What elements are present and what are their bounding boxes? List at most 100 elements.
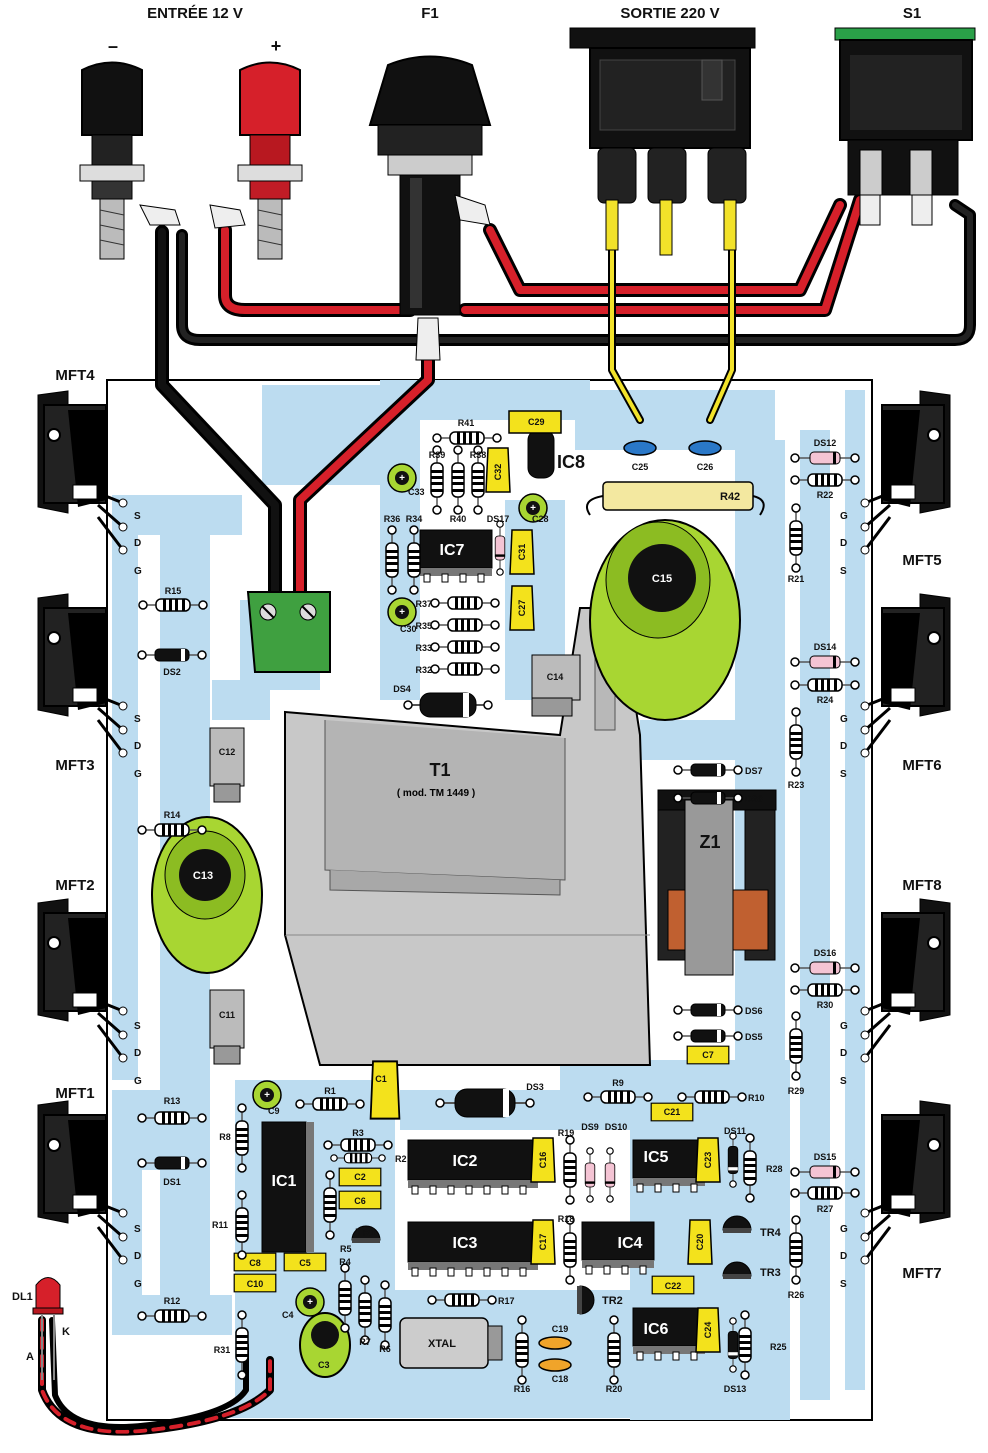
svg-text:D: D	[840, 1048, 847, 1059]
ic7-label: IC7	[440, 542, 465, 559]
r39-label: R39	[429, 450, 446, 460]
capacitor-c12	[209, 727, 245, 803]
svg-text:S: S	[840, 566, 847, 577]
input-voltage-label: ENTRÉE 12 V	[147, 5, 243, 22]
svg-text:S: S	[134, 714, 141, 725]
svg-text:G: G	[134, 769, 142, 780]
c11-label: C11	[219, 1010, 235, 1020]
mft5-label: MFT5	[902, 552, 941, 569]
svg-text:D: D	[840, 538, 847, 549]
capacitor-c13	[151, 816, 263, 974]
mft6-label: MFT6	[902, 757, 941, 774]
diode-ds3	[435, 1088, 535, 1118]
tr3-label: TR3	[760, 1267, 781, 1279]
r16-label: R16	[514, 1384, 531, 1394]
choke-z1	[657, 789, 777, 976]
r41-label: R41	[458, 418, 475, 428]
dl1-anode-label: A	[26, 1351, 34, 1363]
c26-label: C26	[697, 462, 714, 472]
minus-sign: –	[108, 36, 118, 56]
t1-label: T1	[429, 760, 450, 780]
c22-label: C22	[665, 1281, 682, 1291]
capacitor-c30	[387, 597, 417, 627]
tr1-label: TR1	[356, 1227, 377, 1239]
rocker-switch	[834, 27, 976, 226]
c25-label: C25	[632, 462, 649, 472]
r7-label: R7	[359, 1337, 371, 1347]
mosfet-mft5	[859, 389, 952, 556]
ic5-chip	[632, 1139, 706, 1193]
ic2-label: IC2	[453, 1153, 478, 1170]
svg-text:G: G	[134, 1076, 142, 1087]
mft4-label: MFT4	[55, 367, 95, 384]
r23-label: R23	[788, 780, 805, 790]
z1-label: Z1	[699, 832, 720, 852]
svg-text:S: S	[134, 1224, 141, 1235]
r34-label: R34	[406, 514, 423, 524]
r35-label: R35	[415, 621, 432, 631]
r9-label: R9	[612, 1078, 624, 1088]
c1-label: C1	[375, 1074, 387, 1084]
ds4-label: DS4	[393, 684, 411, 694]
capacitor-c3	[299, 1312, 351, 1378]
ic5-label: IC5	[644, 1149, 669, 1166]
led-dl1	[32, 1277, 64, 1380]
right-pin-labels: G D S G D S G D S G D S	[840, 511, 848, 1290]
fuse-label: F1	[421, 5, 439, 22]
r15-label: R15	[165, 586, 182, 596]
svg-text:D: D	[134, 1251, 141, 1262]
ic8-label: IC8	[557, 452, 585, 472]
capacitor-c4	[295, 1287, 325, 1317]
r21-label: R21	[788, 574, 805, 584]
svg-text:D: D	[134, 538, 141, 549]
r6-label: R6	[379, 1344, 391, 1354]
svg-text:D: D	[134, 741, 141, 752]
ds7-label: DS7	[745, 766, 763, 776]
r8-label: R8	[219, 1132, 231, 1142]
c29-label: C29	[528, 417, 545, 427]
r36-label: R36	[384, 514, 401, 524]
tr4-label: TR4	[760, 1227, 782, 1239]
output-voltage-label: SORTIE 220 V	[620, 5, 719, 22]
mosfet-mft8	[859, 897, 952, 1064]
r24-label: R24	[817, 695, 834, 705]
r14-label: R14	[164, 810, 181, 820]
ic6-label: IC6	[644, 1321, 669, 1338]
ds12-label: DS12	[814, 438, 837, 448]
c20-label: C20	[695, 1234, 705, 1251]
c6-label: C6	[354, 1196, 366, 1206]
svg-text:G: G	[134, 566, 142, 577]
mft2-label: MFT2	[55, 877, 94, 894]
mosfet-mft7	[859, 1099, 952, 1266]
ds11-label: DS11	[724, 1126, 746, 1136]
ds1-label: DS1	[163, 1177, 181, 1187]
c24-label: C24	[703, 1322, 713, 1339]
r28-label: R28	[766, 1164, 783, 1174]
svg-text:D: D	[840, 1251, 847, 1262]
r17-label: R17	[498, 1296, 515, 1306]
r12-label: R12	[164, 1296, 181, 1306]
c12-label: C12	[219, 747, 236, 757]
svg-text:S: S	[134, 1021, 141, 1032]
r3-label: R3	[352, 1128, 364, 1138]
r38-label: R38	[470, 450, 487, 460]
r40-label: R40	[450, 514, 467, 524]
ds15-label: DS15	[814, 1152, 837, 1162]
plus-sign: +	[271, 36, 282, 56]
c21-label: C21	[664, 1107, 681, 1117]
r5-label: R5	[340, 1244, 352, 1254]
t1-model-label: ( mod. TM 1449 )	[397, 788, 475, 799]
capacitor-c15	[589, 519, 741, 721]
c3-label: C3	[318, 1360, 330, 1370]
c27-label: C27	[517, 600, 527, 617]
diode-ds4	[403, 692, 493, 718]
ds3-label: DS3	[526, 1082, 544, 1092]
ds16-label: DS16	[814, 948, 837, 958]
c30-label: C30	[400, 624, 417, 634]
svg-text:G: G	[840, 511, 848, 522]
svg-text:D: D	[840, 741, 847, 752]
r29-label: R29	[788, 1086, 805, 1096]
ds17-label: DS17	[487, 514, 510, 524]
ds2-label: DS2	[163, 667, 181, 677]
mft1-label: MFT1	[55, 1085, 94, 1102]
